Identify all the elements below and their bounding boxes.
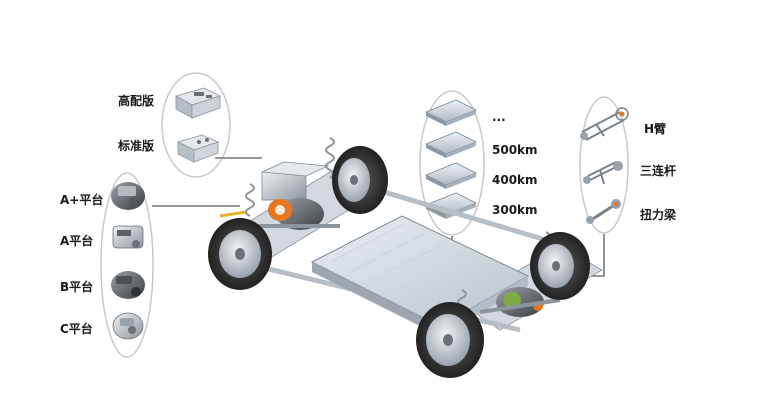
label-platform-b: B平台 [60, 280, 94, 294]
front-springs [245, 137, 335, 217]
label-battery-300: 300km [492, 203, 538, 217]
battery-group-outline [419, 90, 485, 236]
suspension-h-arm-icon [580, 107, 629, 141]
label-suspension-three-link: 三连杆 [640, 164, 677, 178]
label-platform-a: A平台 [60, 234, 94, 248]
platform-group-outline [100, 172, 154, 358]
motor-a-plus-icon [111, 182, 145, 210]
rear-drive-unit [479, 287, 561, 317]
battery-pack-400-icon [425, 162, 477, 189]
label-suspension-h-arm: H臂 [644, 122, 667, 136]
controller-high-icon [174, 87, 222, 119]
suspension-torsion-beam-icon [586, 199, 621, 224]
wheel-rear-left [416, 302, 484, 378]
chassis-illustration [208, 137, 603, 378]
suspension-group-outline [579, 96, 629, 234]
wheel-front-right [332, 146, 388, 214]
label-controller-standard: 标准版 [118, 139, 155, 153]
label-controller-high: 高配版 [118, 94, 155, 108]
motor-c-icon [112, 312, 144, 340]
label-platform-a-plus: A+平台 [60, 193, 104, 207]
label-battery-400: 400km [492, 173, 538, 187]
wheel-rear-right [530, 232, 590, 300]
battery-pack-more-icon [425, 99, 477, 126]
controller-group-outline [161, 72, 231, 178]
label-suspension-torsion-beam: 扭力梁 [640, 208, 677, 222]
suspension-three-link-icon [583, 161, 623, 185]
controller-standard-icon [176, 134, 220, 163]
battery-stack-icons [425, 99, 477, 219]
label-battery-more: ... [492, 110, 506, 124]
battery-pack-500-icon [425, 131, 477, 158]
label-platform-c: C平台 [60, 322, 93, 336]
motor-a-icon [112, 225, 144, 249]
wheel-front-left [208, 218, 272, 290]
motor-b-icon [111, 271, 145, 299]
label-battery-500: 500km [492, 143, 538, 157]
